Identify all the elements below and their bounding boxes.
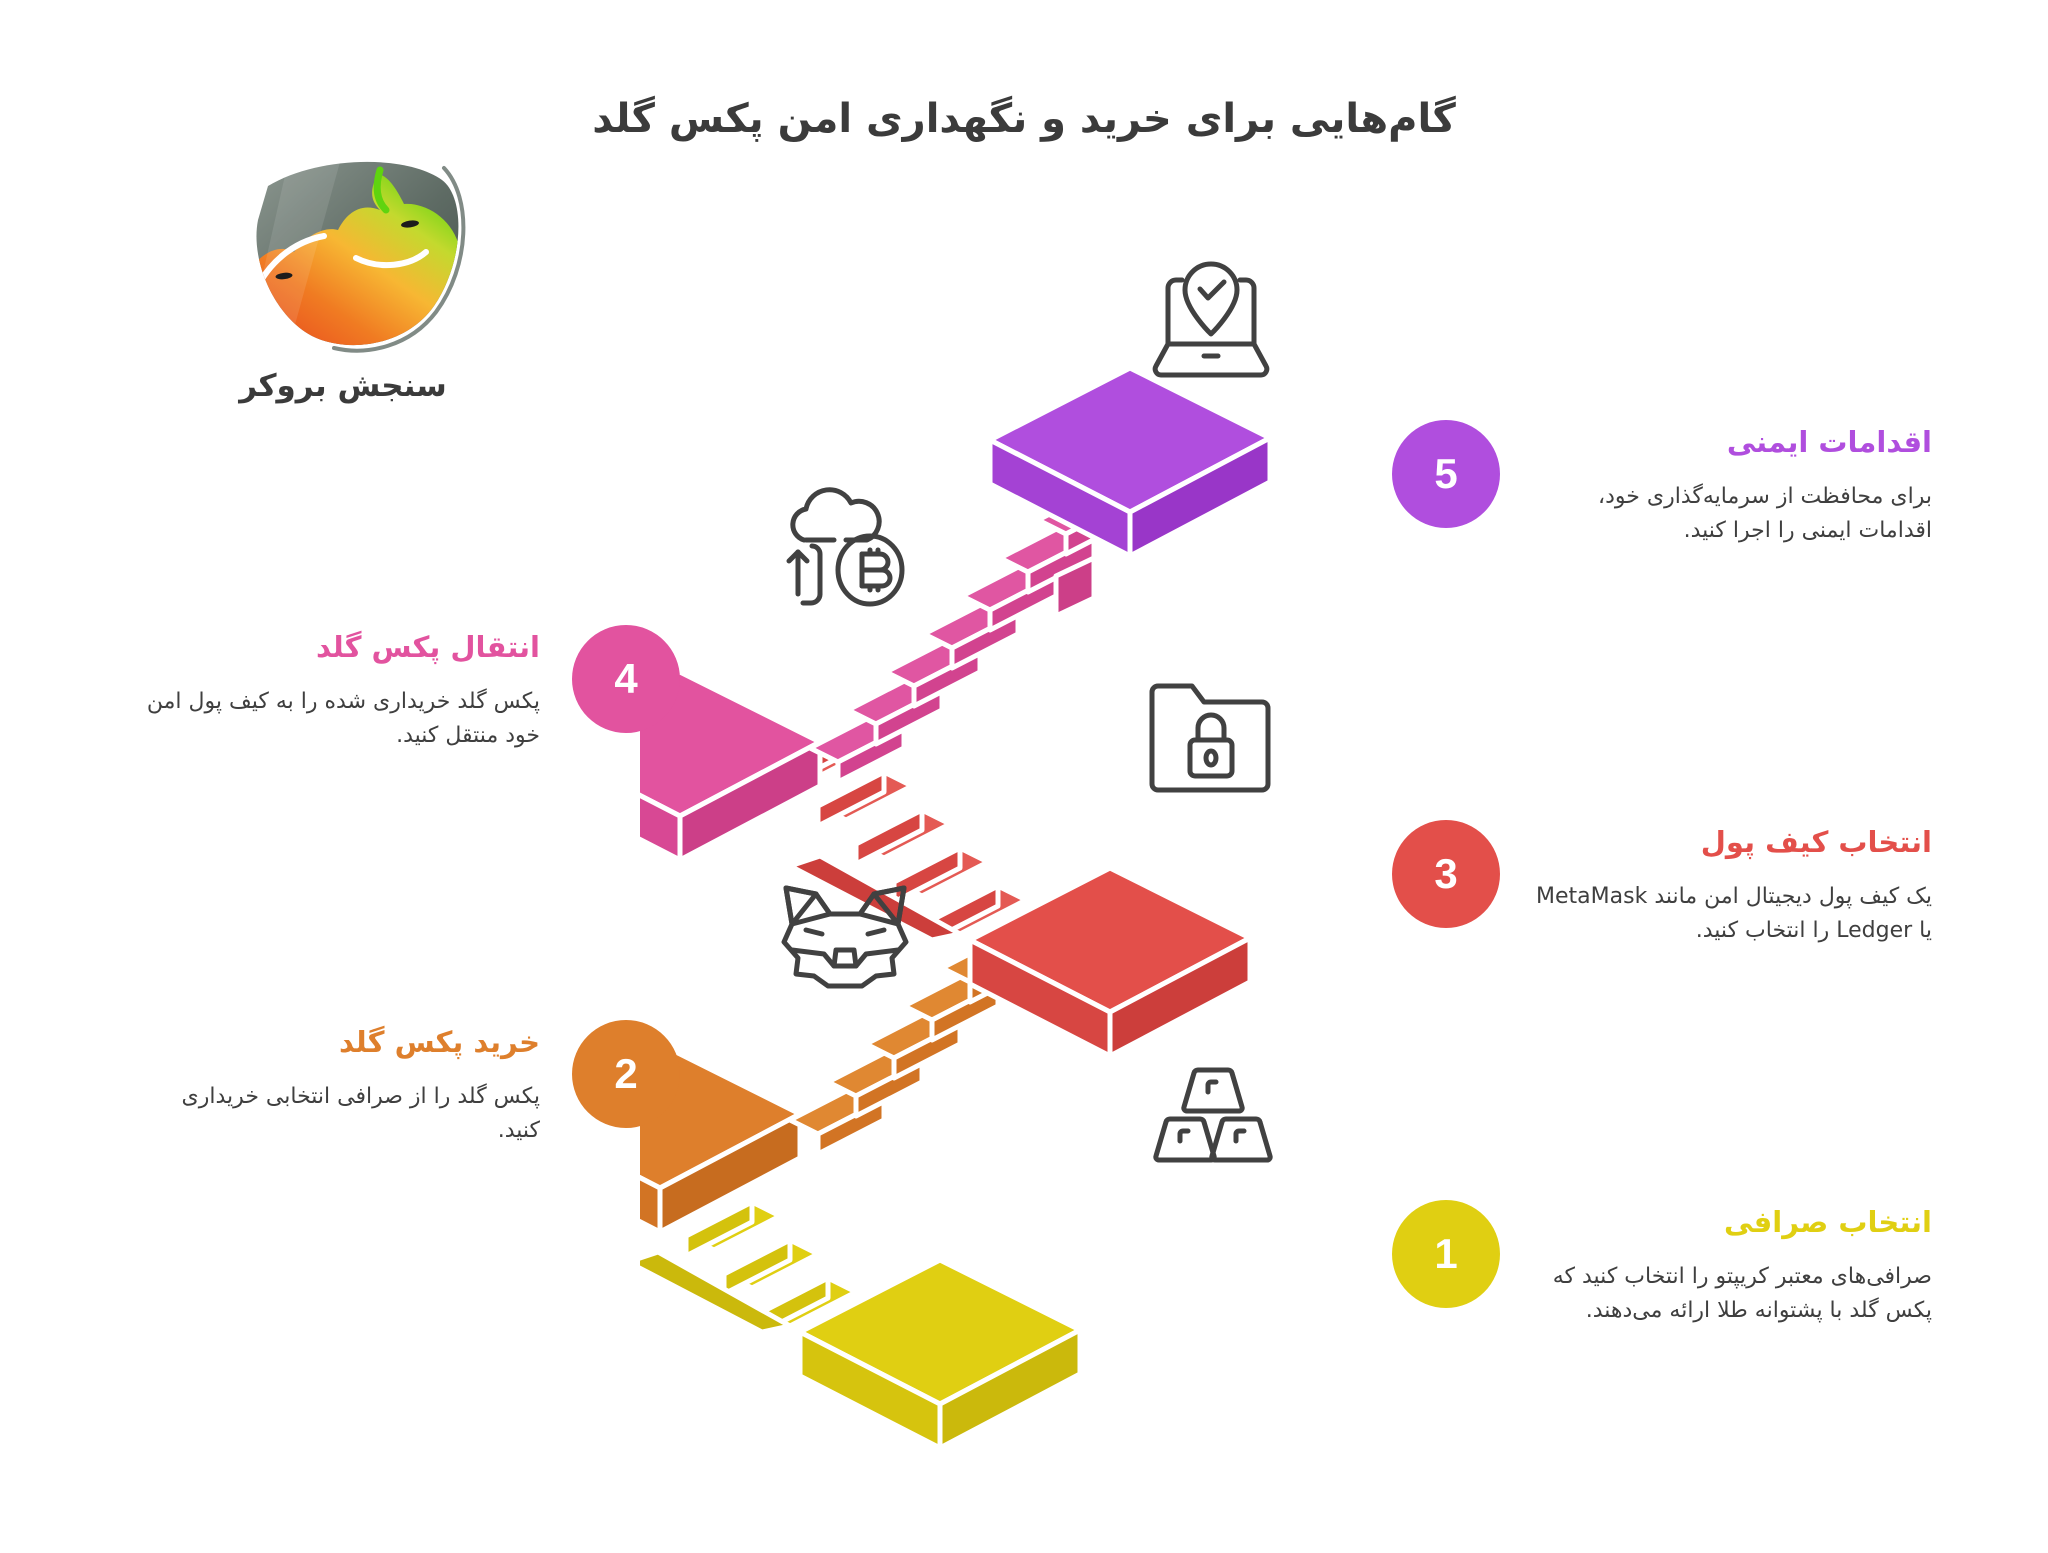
- step-title-1: انتخاب صرافی: [1723, 1205, 1932, 1239]
- step-description-4: پکس گلد خریداری شده را به کیف پول امن خو…: [146, 689, 540, 749]
- brand-logo: سنجش بروکر: [228, 140, 548, 440]
- step-title-4: انتقال پکس گلد: [316, 630, 540, 664]
- step-number-badge-4: 4: [572, 625, 680, 733]
- page-title: گام‌هایی برای خرید و نگهداری امن پکس گلد: [592, 96, 1456, 142]
- step-description-1: صرافی‌های معتبر کریپتو را انتخاب کنید که…: [1552, 1264, 1932, 1324]
- brand-name: سنجش بروکر: [239, 368, 447, 404]
- step-title-5: اقدامات ایمنی: [1726, 425, 1932, 459]
- locked-folder-icon: [1140, 670, 1280, 800]
- step-body-2: خرید پکس گلد پکس گلد را از صرافی انتخابی…: [140, 1024, 540, 1148]
- step-number-badge-2: 2: [572, 1020, 680, 1128]
- step-description-5: برای محافظت از سرمایه‌گذاری خود، اقدامات…: [1598, 484, 1932, 544]
- gold-bars-icon: [1148, 1062, 1278, 1172]
- isometric-staircase-illustration: [517, 330, 1420, 1451]
- step-title-3: انتخاب کیف پول: [1700, 825, 1932, 859]
- platform-purple: [987, 365, 1273, 559]
- step-body-5: اقدامات ایمنی برای محافظت از سرمایه‌گذار…: [1532, 424, 1932, 548]
- step-number-badge-1: 1: [1392, 1200, 1500, 1308]
- step-body-4: انتقال پکس گلد پکس گلد خریداری شده را به…: [140, 629, 540, 753]
- laptop-verified-location-icon: [1136, 252, 1286, 382]
- bull-bear-shield-logo-icon: [228, 140, 478, 361]
- step-description-2: پکس گلد را از صرافی انتخابی خریداری کنید…: [181, 1084, 540, 1144]
- metamask-fox-icon: [780, 880, 910, 1000]
- platform-red: [967, 865, 1253, 1059]
- step-number-badge-5: 5: [1392, 420, 1500, 528]
- cloud-bitcoin-transfer-icon: [776, 482, 936, 622]
- step-description-3: یک کیف پول دیجیتال امن مانند MetaMask یا…: [1536, 884, 1932, 944]
- step-body-3: انتخاب کیف پول یک کیف پول دیجیتال امن ما…: [1532, 824, 1932, 948]
- step-body-1: انتخاب صرافی صرافی‌های معتبر کریپتو را ا…: [1532, 1204, 1932, 1328]
- platform-yellow: [797, 1257, 1083, 1451]
- step-number-badge-3: 3: [1392, 820, 1500, 928]
- step-title-2: خرید پکس گلد: [339, 1025, 540, 1059]
